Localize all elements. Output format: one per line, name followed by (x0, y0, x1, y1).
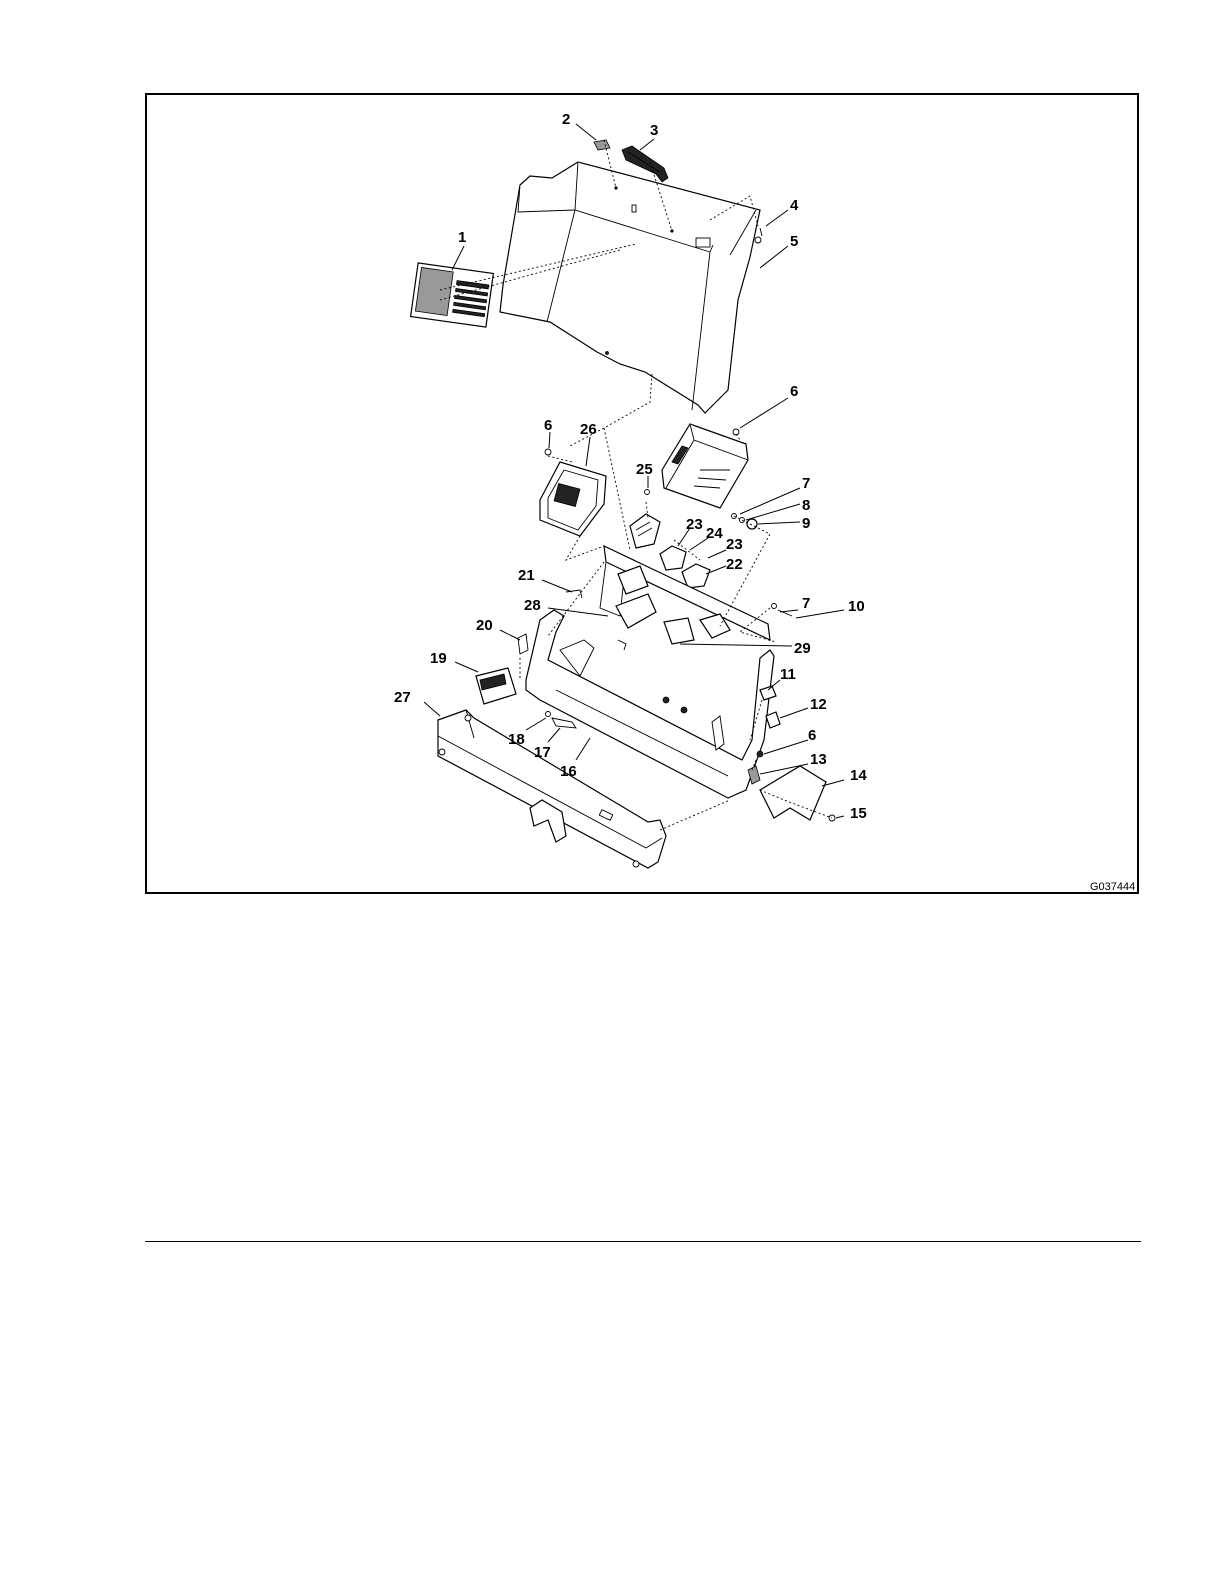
callout-3: 3 (650, 122, 658, 139)
callout-10: 10 (848, 598, 865, 615)
callout-14: 14 (850, 767, 867, 784)
callout-16: 16 (560, 763, 577, 780)
callout-11: 11 (780, 666, 796, 683)
decal-1 (411, 263, 494, 327)
callout-6-left: 6 (544, 417, 552, 434)
callout-6-right: 6 (808, 727, 816, 744)
callout-4: 4 (790, 197, 799, 214)
callout-23-left: 23 (686, 516, 703, 533)
footer-rule (145, 1241, 1141, 1242)
callout-26: 26 (580, 421, 597, 438)
callout-2: 2 (562, 111, 570, 128)
fuse-block-25 (630, 490, 660, 549)
figure-id-label: G037444 (1090, 881, 1135, 893)
callout-22: 22 (726, 556, 743, 573)
callout-29: 29 (794, 640, 811, 657)
relay-22 (682, 564, 710, 588)
callout-27: 27 (394, 689, 411, 706)
controller-module-26 (540, 449, 606, 536)
callout-17: 17 (534, 744, 551, 761)
callout-23-right: 23 (726, 536, 743, 553)
bumper-2 (594, 140, 610, 150)
callout-5: 5 (790, 233, 798, 250)
callout-7-lower: 7 (802, 595, 810, 612)
callout-1: 1 (458, 229, 466, 246)
callout-25: 25 (636, 461, 653, 478)
cover-panel (500, 162, 760, 413)
callout-8: 8 (802, 497, 810, 514)
callout-15: 15 (850, 805, 867, 822)
callout-21: 21 (518, 567, 535, 584)
callout-6-upper: 6 (790, 383, 798, 400)
callout-20: 20 (476, 617, 493, 634)
callout-28: 28 (524, 597, 541, 614)
relay-24 (660, 546, 686, 570)
callout-7-upper: 7 (802, 475, 810, 492)
callout-18: 18 (508, 731, 525, 748)
controller-module-upper (662, 424, 748, 508)
callout-9: 9 (802, 515, 810, 532)
callout-19: 19 (430, 650, 447, 667)
callout-24: 24 (706, 525, 723, 542)
callout-12: 12 (810, 696, 827, 713)
callout-13: 13 (810, 751, 827, 768)
mounting-plate (600, 546, 770, 644)
